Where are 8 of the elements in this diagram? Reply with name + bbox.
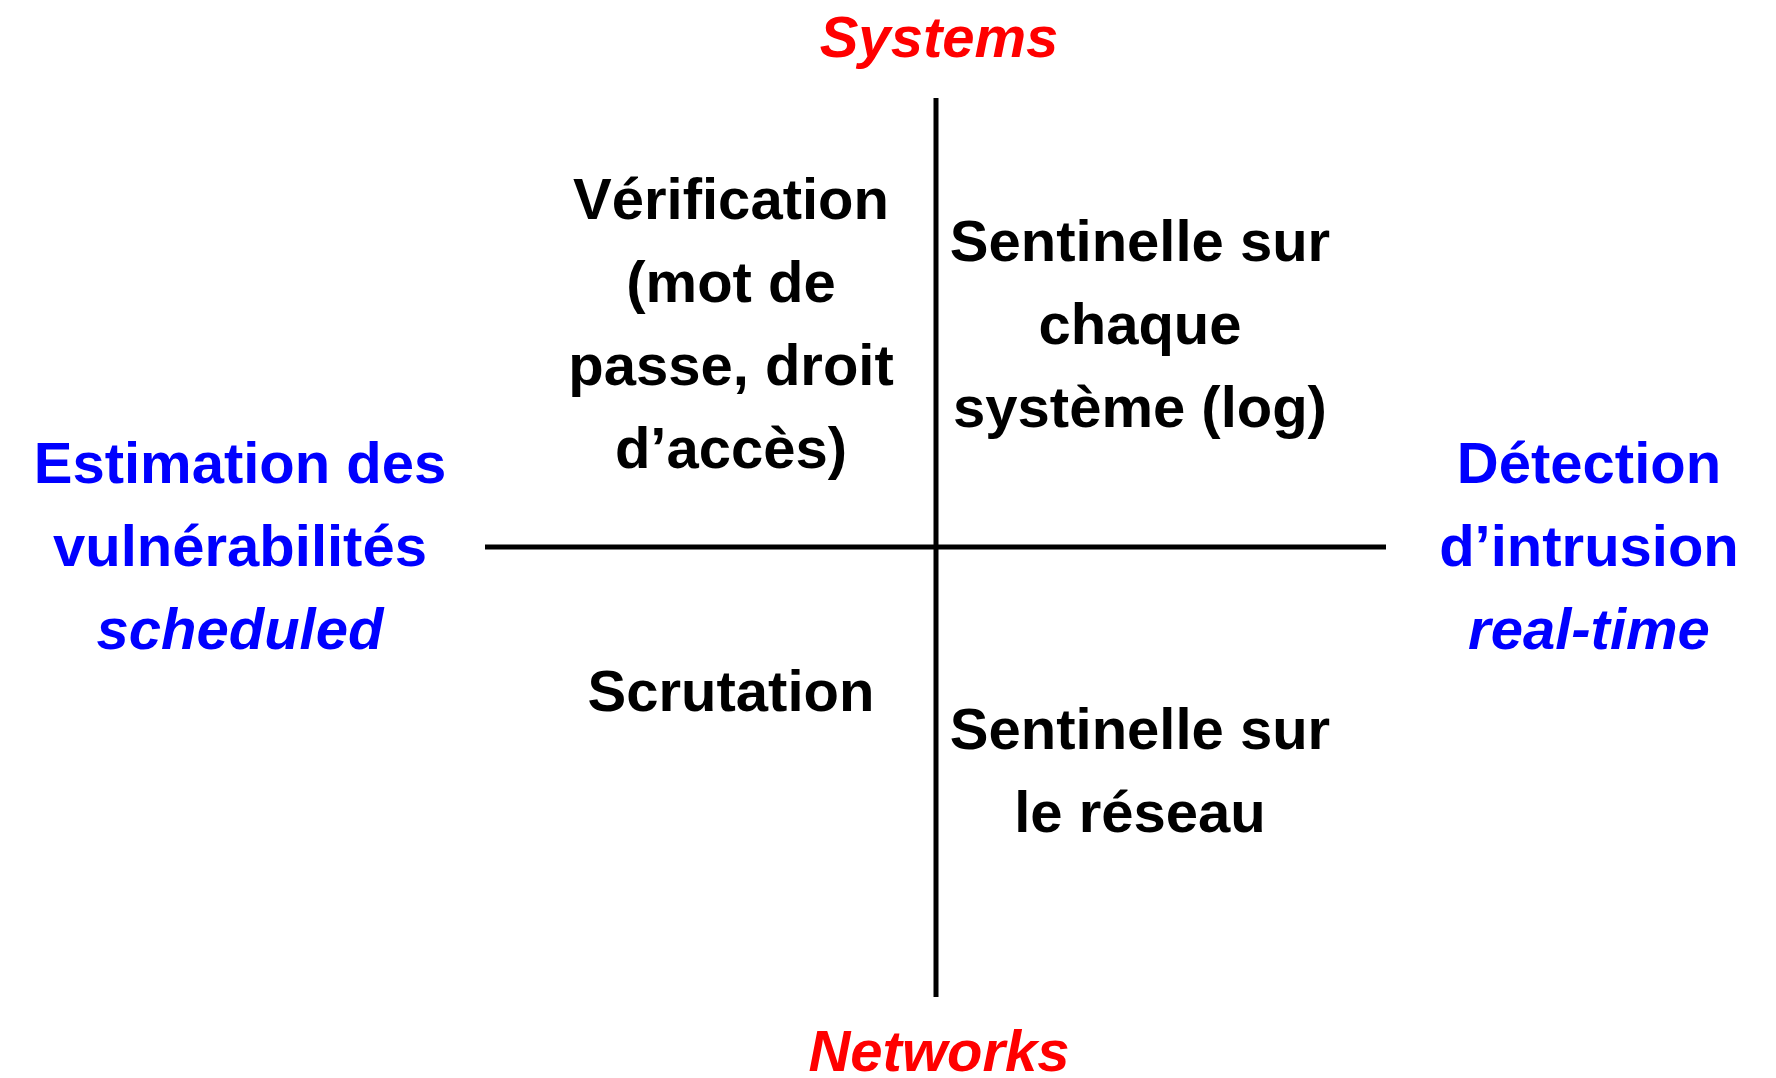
quadrant-text: Sentinelle sur le réseau [948,695,1332,846]
axis-title: Détection d’intrusion real-time [1438,428,1740,663]
axis-title: Estimation des vulnérabilités scheduled [32,428,448,663]
quadrant-text: Sentinelle sur chaque système (log) [948,206,1332,441]
axis-title: Systems [818,2,1060,71]
quadrant-text: Scrutation [586,656,876,725]
axis-title: Networks [807,1016,1071,1078]
quadrant-text: Vérification (mot de passe, droit d’accès) [567,165,895,482]
